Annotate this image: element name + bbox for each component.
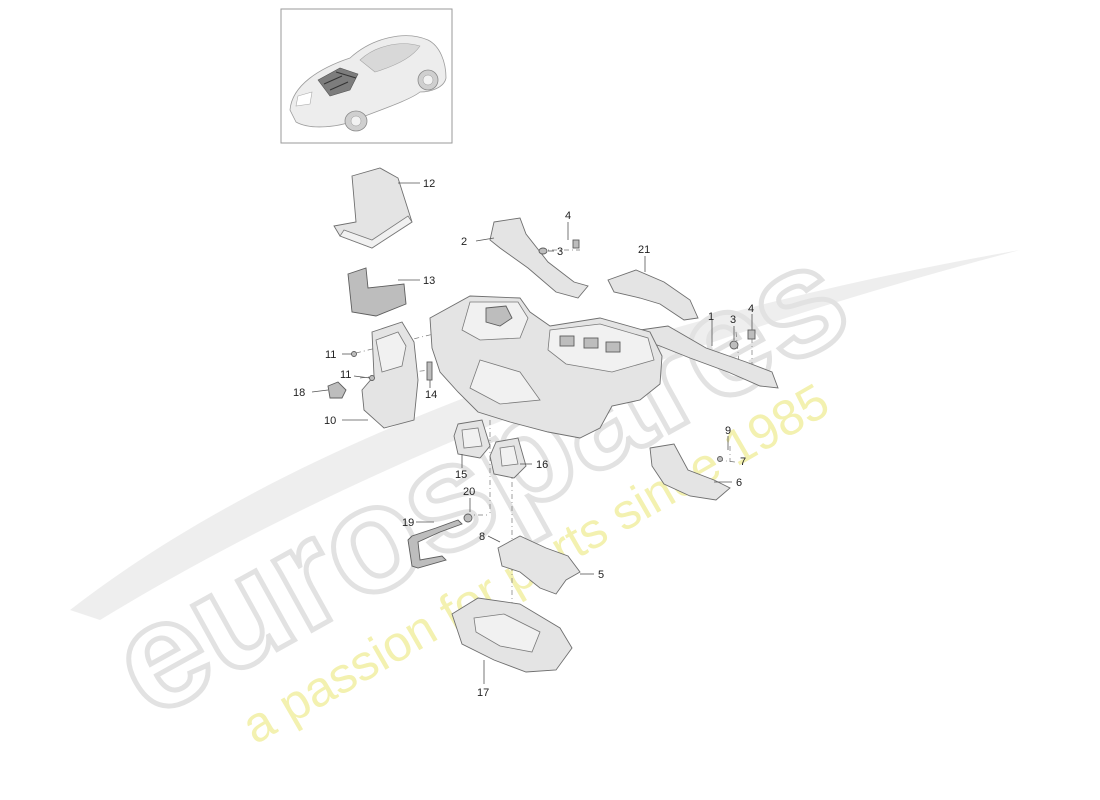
fasteners-top bbox=[538, 239, 756, 350]
part-19-rod bbox=[407, 513, 473, 569]
callout-8: 8 bbox=[479, 531, 485, 543]
callout-19: 19 bbox=[402, 517, 414, 529]
callout-9: 9 bbox=[725, 425, 731, 437]
watermark: eurospares a passion for parts since 198… bbox=[70, 206, 1020, 755]
part-14-bolt bbox=[426, 361, 433, 381]
callout-12: 12 bbox=[423, 178, 435, 190]
leader-lines bbox=[311, 182, 753, 684]
callout-13: 13 bbox=[423, 275, 435, 287]
callout-11-lower: 11 bbox=[340, 369, 351, 381]
callout-11-upper: 11 bbox=[325, 349, 336, 361]
fasteners-right bbox=[717, 456, 723, 462]
callout-4-top: 4 bbox=[565, 210, 571, 222]
callout-16: 16 bbox=[536, 459, 548, 471]
callout-3-top: 3 bbox=[557, 246, 563, 258]
part-21-bracket bbox=[607, 269, 699, 321]
callout-20: 20 bbox=[463, 486, 475, 498]
callout-10: 10 bbox=[324, 415, 336, 427]
callout-4-right: 4 bbox=[748, 303, 754, 315]
vehicle-thumbnail bbox=[280, 8, 453, 144]
part-6-duct bbox=[649, 443, 731, 501]
callout-17: 17 bbox=[477, 687, 489, 699]
part-2-duct bbox=[489, 217, 589, 299]
callout-18: 18 bbox=[293, 387, 305, 399]
part-17-shield bbox=[451, 597, 573, 673]
part-10-panel bbox=[361, 321, 419, 429]
watermark-brand: eurospares bbox=[84, 209, 873, 748]
part-12-cover bbox=[333, 167, 413, 249]
part-13-pad bbox=[347, 267, 407, 317]
callout-1: 1 bbox=[708, 311, 714, 323]
callout-21: 21 bbox=[638, 244, 650, 256]
part-18-clip bbox=[327, 381, 347, 399]
callout-6: 6 bbox=[736, 477, 742, 489]
callout-5: 5 bbox=[598, 569, 604, 581]
callout-3-right: 3 bbox=[730, 314, 736, 326]
car-illustration bbox=[289, 35, 447, 132]
callout-15: 15 bbox=[455, 469, 467, 481]
callout-2: 2 bbox=[461, 236, 467, 248]
callout-7: 7 bbox=[740, 456, 746, 468]
callout-14: 14 bbox=[425, 389, 437, 401]
part-5-duct bbox=[497, 535, 581, 595]
heater-housing bbox=[429, 295, 663, 439]
callout-labels: 12 4 2 3 13 21 1 3 4 11 11 18 14 10 9 7 … bbox=[293, 178, 754, 699]
part-15-frame bbox=[453, 419, 491, 459]
part-16-frame bbox=[489, 437, 527, 479]
